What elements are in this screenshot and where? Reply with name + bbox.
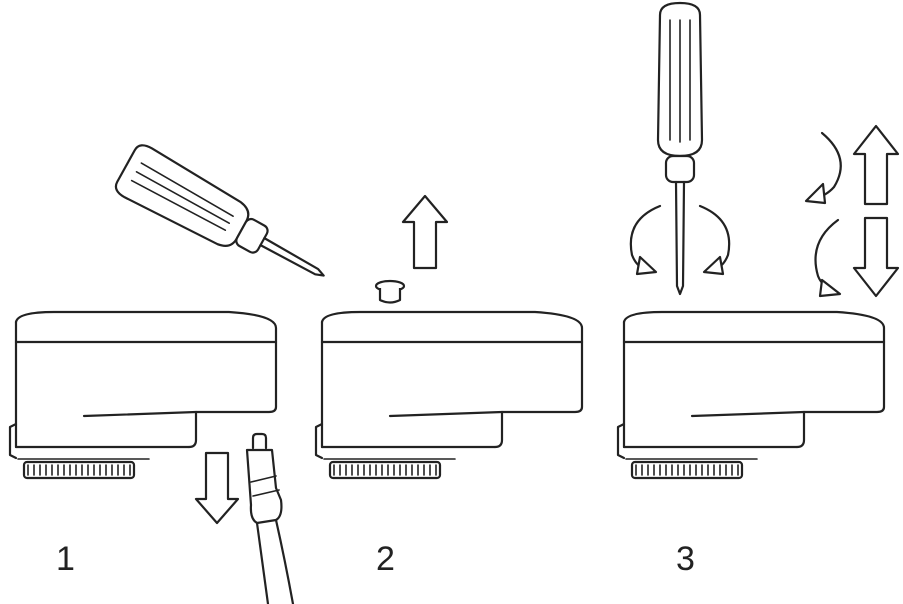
arrow-down-icon — [194, 451, 240, 525]
step-1-panel — [8, 310, 295, 604]
arrow-up-icon — [401, 194, 449, 270]
usb-cable-icon — [245, 432, 295, 604]
step-number-2: 2 — [376, 540, 395, 578]
plug-cap-icon — [374, 279, 406, 304]
step-number-3: 3 — [676, 540, 695, 578]
screwdriver-icon — [656, 1, 704, 296]
camera-device — [8, 310, 278, 480]
arrow-down-icon — [852, 216, 900, 298]
rotate-arrow-icon — [804, 131, 842, 205]
camera-device — [616, 310, 886, 480]
camera-device — [314, 310, 584, 480]
rotate-arrow-icon — [629, 204, 662, 276]
step-number-1: 1 — [56, 540, 75, 578]
step-3-panel — [616, 1, 900, 480]
screwdriver-icon — [111, 140, 339, 302]
rotate-arrow-icon — [698, 204, 731, 276]
step-2-panel — [111, 140, 584, 480]
arrow-up-icon — [852, 124, 900, 206]
rotate-arrow-icon — [814, 218, 842, 298]
